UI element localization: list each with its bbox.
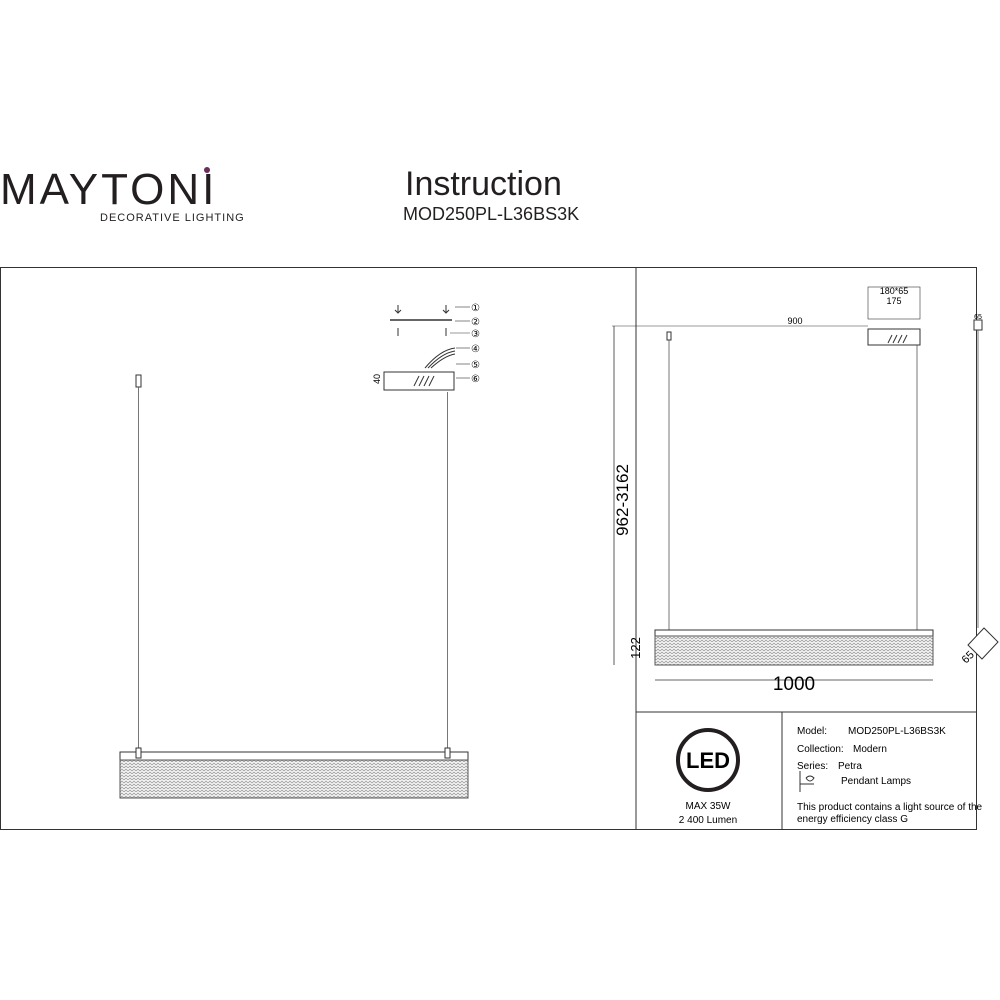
max-power: MAX 35W (685, 801, 731, 812)
callout-1: ① (471, 303, 480, 314)
model-value: MOD250PL-L36BS3K (848, 726, 946, 737)
lamp-rail-dim (654, 629, 934, 637)
exploded-parts: ① ② ③ ④ ⑤ ⑥ 40 (372, 303, 480, 391)
side-anchor (973, 319, 983, 331)
brand-tagline: DECORATIVE LIGHTING (100, 212, 245, 224)
clip-right (444, 747, 451, 759)
callout-5: ⑤ (471, 360, 480, 371)
led-badge-icon (676, 728, 740, 792)
lumen: 2 400 Lumen (679, 815, 737, 826)
screw-icon (442, 305, 450, 314)
energy-note-2: energy efficiency class G (797, 814, 908, 825)
pendant-lamp-icon (799, 771, 815, 792)
lamp-crystal-body (119, 759, 469, 799)
canopy-box (383, 371, 455, 391)
front-view (119, 374, 469, 799)
dim-cable-span: 900 (787, 316, 802, 326)
dim-canopy-top: 180*65 (880, 286, 909, 296)
collection-label: Collection: (797, 744, 844, 755)
canopy-hatch (413, 375, 435, 387)
ceiling-anchor-left (135, 374, 142, 388)
screw-icon (394, 305, 402, 314)
page-title: Instruction (405, 165, 562, 203)
collection-value: Modern (853, 744, 887, 755)
model-label: Model: (797, 726, 827, 737)
callout-4: ④ (471, 344, 480, 355)
dim-canopy-width: 175 (886, 296, 901, 306)
dim-height-range: 962-3162 (613, 464, 632, 536)
lamp-top-rail (119, 751, 469, 761)
callout-6: ⑥ (471, 374, 480, 385)
series-label: Series: (797, 761, 828, 772)
dim-side-width: 65 (974, 314, 982, 321)
brand-logo: MAYTONI (0, 165, 218, 214)
model-code: MOD250PL-L36BS3K (403, 204, 580, 224)
type-value: Pendant Lamps (841, 776, 911, 787)
lamp-profile (967, 627, 999, 660)
led-label: LED (686, 748, 730, 773)
canopy-side (867, 328, 921, 346)
callout-3: ③ (471, 329, 480, 340)
callout-2: ② (471, 317, 480, 328)
brand-dot-icon (204, 167, 210, 173)
dim-body-height: 122 (628, 637, 643, 659)
canopy-side-hatch (887, 334, 908, 344)
drawing-frame (0, 267, 977, 830)
energy-note-1: This product contains a light source of … (797, 802, 983, 813)
clip-left (135, 747, 142, 759)
wires (424, 347, 456, 369)
dim-length: 1000 (773, 674, 815, 695)
lamp-body-dim (654, 635, 934, 666)
spec-table: LED MAX 35W 2 400 Lumen Model: MOD250PL-… (635, 711, 983, 830)
canopy-height-dim: 40 (372, 374, 382, 384)
canopy-top-outline (867, 286, 921, 320)
series-value: Petra (838, 761, 862, 772)
ceiling-anchor-right (666, 331, 672, 341)
dimension-view: 180*65 175 900 962-3162 122 1000 65 65 (612, 286, 999, 695)
